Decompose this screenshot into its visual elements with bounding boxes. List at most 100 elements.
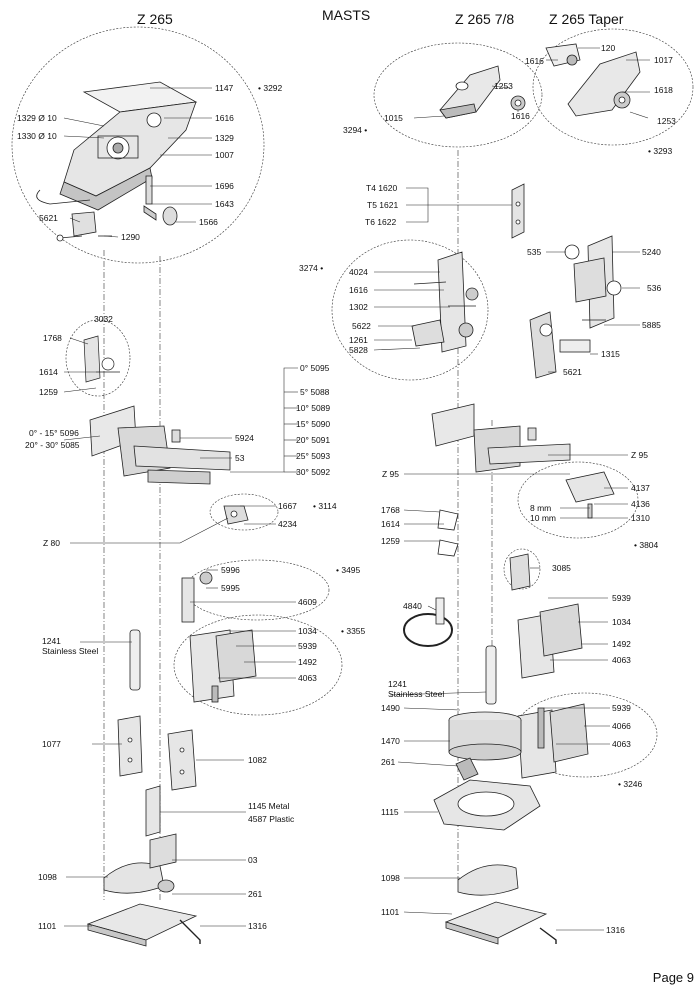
part-label: 5621 bbox=[39, 213, 58, 223]
material-label: Stainless Steel bbox=[42, 646, 99, 656]
angle-option-label: 20° - 30° 5085 bbox=[25, 440, 80, 450]
part-label: 1492 bbox=[612, 639, 631, 649]
part-label: 4137 bbox=[631, 483, 650, 493]
angle-option-label: 0° - 15° 5096 bbox=[29, 428, 79, 438]
part-label: T6 1622 bbox=[365, 217, 397, 227]
part-label: Z 95 bbox=[631, 450, 649, 460]
part-label: 1490 bbox=[381, 703, 400, 713]
part-label: 1082 bbox=[248, 755, 267, 765]
part-label: 1614 bbox=[381, 519, 400, 529]
part-label: 1259 bbox=[381, 536, 400, 546]
part-label: 4609 bbox=[298, 597, 317, 607]
part-label: 1566 bbox=[199, 217, 218, 227]
group-3274-ellipse bbox=[331, 239, 489, 381]
part-label: 5939 bbox=[298, 641, 317, 651]
part-label: 1034 bbox=[612, 617, 631, 627]
group-3495-ellipse bbox=[184, 559, 330, 621]
part-label: 4587 Plastic bbox=[248, 814, 295, 824]
part-label: 03 bbox=[248, 855, 258, 865]
part-label: 1616 bbox=[511, 111, 530, 121]
part-label: 1315 bbox=[601, 349, 620, 359]
part-label: 1768 bbox=[43, 333, 62, 343]
part-label: 5828 bbox=[349, 345, 368, 355]
part-label: 1147 bbox=[215, 83, 234, 93]
part-label: 1329 bbox=[215, 133, 234, 143]
material-label: Stainless Steel bbox=[388, 689, 445, 699]
part-label: 1470 bbox=[381, 736, 400, 746]
angle-option-label: 5° 5088 bbox=[300, 387, 330, 397]
part-label: 1492 bbox=[298, 657, 317, 667]
angle-option-label: 15° 5090 bbox=[296, 419, 331, 429]
page-number: Page 9 bbox=[652, 970, 694, 985]
part-label: 261 bbox=[381, 757, 396, 767]
part-label: 1696 bbox=[215, 181, 234, 191]
group-label: • 3292 bbox=[258, 83, 283, 93]
part-label: Z 80 bbox=[43, 538, 61, 548]
angle-option-label: 20° 5091 bbox=[296, 435, 331, 445]
part-label: 4136 bbox=[631, 499, 650, 509]
part-label: 1253 bbox=[657, 116, 676, 126]
angle-option-label: 25° 5093 bbox=[296, 451, 331, 461]
part-label: 1643 bbox=[215, 199, 234, 209]
group-label: • 3495 bbox=[336, 565, 361, 575]
part-label: 1290 bbox=[121, 232, 140, 242]
part-label: T5 1621 bbox=[367, 200, 399, 210]
part-label: 4234 bbox=[278, 519, 297, 529]
part-label: 1145 Metal bbox=[248, 801, 290, 811]
group-3114-ellipse bbox=[209, 493, 279, 531]
part-label: 1034 bbox=[298, 626, 317, 636]
part-label: 1616 bbox=[215, 113, 234, 123]
column-header-z265: Z 265 bbox=[137, 11, 173, 27]
part-label: 1101 bbox=[381, 907, 400, 917]
group-3294-ellipse bbox=[373, 42, 543, 148]
part-label: 1316 bbox=[248, 921, 267, 931]
group-3355-ellipse bbox=[173, 614, 343, 716]
part-label: 1241 bbox=[388, 679, 407, 689]
part-label: 4066 bbox=[612, 721, 631, 731]
part-label: 120 bbox=[601, 43, 616, 53]
group-label: 3294 • bbox=[343, 125, 368, 135]
part-label: 5996 bbox=[221, 565, 240, 575]
part-label: 1616 bbox=[525, 56, 544, 66]
part-label: 1667 bbox=[278, 501, 297, 511]
group-label: • 3293 bbox=[648, 146, 673, 156]
group-3293-ellipse bbox=[532, 28, 694, 146]
size-label: 10 mm bbox=[530, 513, 556, 523]
part-label: 5995 bbox=[221, 583, 240, 593]
angle-option-label: 0° 5095 bbox=[300, 363, 330, 373]
part-label: 1330 Ø 10 bbox=[17, 131, 57, 141]
part-label: 4063 bbox=[612, 655, 631, 665]
part-label: 53 bbox=[235, 453, 245, 463]
group-3085-ellipse bbox=[503, 548, 541, 590]
part-label: 5622 bbox=[352, 321, 371, 331]
part-label: 1618 bbox=[654, 85, 673, 95]
column-header-z265-taper: Z 265 Taper bbox=[549, 11, 624, 27]
part-label: 5939 bbox=[612, 593, 631, 603]
part-label: 1077 bbox=[42, 739, 61, 749]
part-label: T4 1620 bbox=[366, 183, 398, 193]
part-label: 4063 bbox=[298, 673, 317, 683]
angle-option-label: 10° 5089 bbox=[296, 403, 331, 413]
part-label: 1241 bbox=[42, 636, 61, 646]
group-3032-ellipse bbox=[65, 319, 131, 397]
group-label: • 3804 bbox=[634, 540, 659, 550]
group-label: • 3246 bbox=[618, 779, 643, 789]
part-label: 5885 bbox=[642, 320, 661, 330]
part-label: 261 bbox=[248, 889, 263, 899]
part-label: 535 bbox=[527, 247, 542, 257]
part-label: 1253 bbox=[494, 81, 513, 91]
part-label: 1098 bbox=[381, 873, 400, 883]
part-label: 1329 Ø 10 bbox=[17, 113, 57, 123]
group-label: 3032 bbox=[94, 314, 113, 324]
part-label: 1259 bbox=[39, 387, 58, 397]
part-label: 1310 bbox=[631, 513, 650, 523]
part-label: 5924 bbox=[235, 433, 254, 443]
column-header-z265-7-8: Z 265 7/8 bbox=[455, 11, 515, 27]
part-label: 1101 bbox=[38, 921, 57, 931]
part-label: 536 bbox=[647, 283, 662, 293]
part-label: 4840 bbox=[403, 601, 422, 611]
size-label: 8 mm bbox=[530, 503, 552, 513]
part-label: 1017 bbox=[654, 55, 673, 65]
part-label: 1616 bbox=[349, 285, 368, 295]
